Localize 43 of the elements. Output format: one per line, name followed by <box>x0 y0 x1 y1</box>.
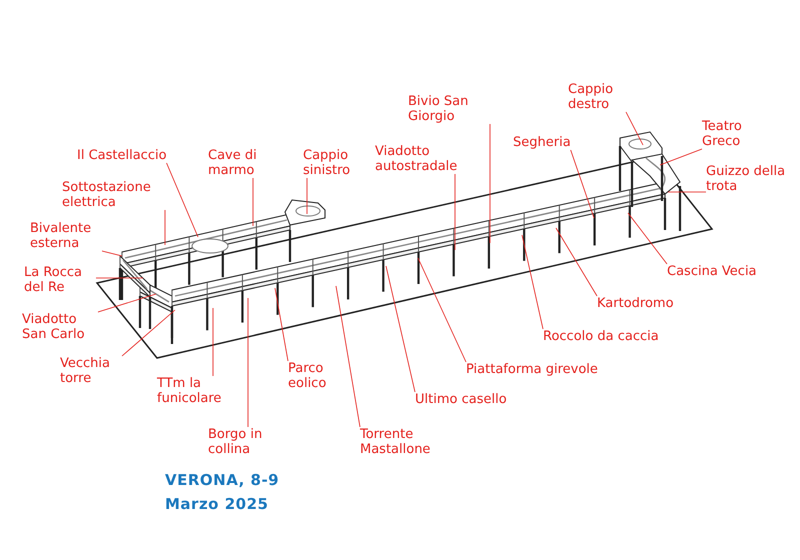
callout-label: Cappio sinistro <box>303 148 352 178</box>
callout-label: Borgo in collina <box>208 427 264 457</box>
leader-line <box>98 294 156 312</box>
leader-line <box>522 234 544 330</box>
leader-line <box>102 250 122 256</box>
callout-label: TTm la funicolare <box>157 376 222 406</box>
callout-label: Il Castellaccio <box>77 148 167 163</box>
callout-label: Bivio San Giorgio <box>408 94 470 124</box>
leader-line <box>164 210 166 246</box>
leader-line <box>626 112 644 146</box>
callout-label: Segheria <box>513 135 571 150</box>
leader-line <box>212 308 214 376</box>
callout-label: Kartodromo <box>597 296 674 311</box>
leader-line <box>306 178 308 214</box>
leader-line <box>252 178 254 226</box>
leader-line <box>628 212 668 264</box>
callout-label: Vecchia torre <box>60 356 111 386</box>
callout-label: Ultimo casello <box>415 392 507 407</box>
callout-label: Viadotto San Carlo <box>22 312 86 342</box>
callout-label: Bivalente esterna <box>30 221 92 251</box>
leader-line <box>418 258 466 362</box>
callout-label: Torrente Mastallone <box>360 427 432 457</box>
leader-line <box>570 150 594 218</box>
callout-label: Teatro Greco <box>702 119 743 149</box>
callout-label: Roccolo da caccia <box>543 329 659 344</box>
leader-line <box>660 148 702 166</box>
callout-label: Viadotto autostradale <box>375 144 458 174</box>
callout-label: Sottostazione elettrica <box>62 180 152 210</box>
leader-line <box>122 310 176 356</box>
leader-line <box>336 286 360 428</box>
leader-line <box>166 162 198 238</box>
callout-label: La Rocca del Re <box>24 265 84 295</box>
leader-line <box>556 228 598 296</box>
callout-label: Cappio destro <box>568 82 614 112</box>
callout-label: Piattaforma girevole <box>466 362 598 377</box>
leader-line <box>454 174 456 250</box>
callout-label: Guizzo della trota <box>706 164 786 194</box>
leader-line <box>274 288 288 362</box>
callout-label: Cave di marmo <box>208 148 258 178</box>
callout-label: Cascina Vecia <box>667 264 757 279</box>
leader-line <box>386 266 416 392</box>
event-date-text: VERONA, 8-9 Marzo 2025 <box>165 470 280 515</box>
callout-label: Parco eolico <box>288 361 328 391</box>
